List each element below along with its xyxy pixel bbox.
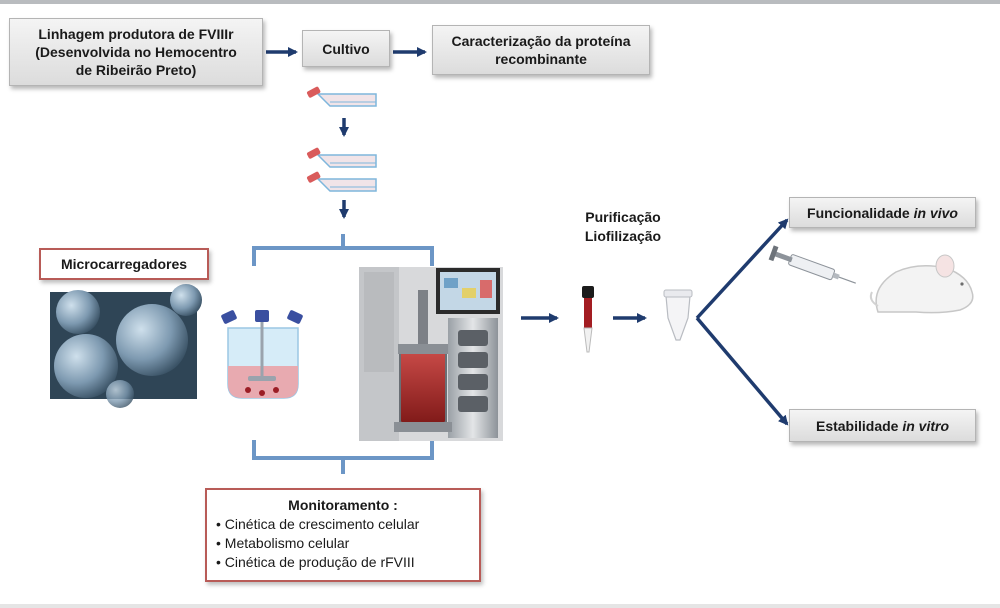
lineage-box: Linhagem produtora de FVIIIr (Desenvolvi… (9, 18, 263, 86)
purification-line-1: Purificação (585, 209, 661, 225)
monitoring-item: Metabolismo celular (216, 534, 479, 553)
culture-flask-icon (306, 147, 377, 168)
monitoring-title: Monitoramento : (288, 497, 398, 513)
top-border (0, 0, 1000, 4)
bottom-border (0, 604, 1000, 608)
microcarrier-image (50, 284, 202, 408)
culture-flask-icon (306, 86, 377, 107)
arrow-to-functionality (695, 218, 789, 320)
syringe-icon (768, 245, 856, 284)
flow-arrows (266, 47, 789, 426)
functionality-box: Funcionalidade in vivo (789, 197, 976, 228)
stability-italic: in vitro (902, 417, 950, 434)
monitoring-item: Cinética de produção de rFVIII (216, 553, 479, 572)
arrow-to-stability (695, 316, 789, 426)
characterization-box: Caracterização da proteína recombinante (432, 25, 650, 75)
culture-label: Cultivo (322, 40, 370, 57)
functionality-italic: in vivo (913, 204, 958, 221)
purification-label: Purificação Liofilização (568, 208, 678, 246)
bracket-top (252, 234, 434, 266)
stability-box: Estabilidade in vitro (789, 409, 976, 442)
functionality-label: Funcionalidade (807, 204, 914, 221)
microcarriers-label: Microcarregadores (60, 256, 188, 272)
stability-label: Estabilidade (815, 417, 903, 434)
monitoring-box: Monitoramento : Cinética de crescimento … (205, 488, 481, 582)
characterization-line-2: recombinante (495, 51, 587, 67)
microcarriers-box: Microcarregadores (39, 248, 209, 280)
culture-flask-icon (306, 171, 377, 192)
purification-line-2: Liofilização (584, 228, 662, 244)
mouse-icon (869, 254, 974, 314)
lineage-line-2: (Desenvolvida no Hemocentro (35, 44, 237, 60)
characterization-line-1: Caracterização da proteína (451, 33, 631, 49)
lineage-line-1: Linhagem produtora de FVIIIr (38, 26, 234, 42)
monitoring-item: Cinética de crescimento celular (216, 515, 479, 534)
lineage-line-3: de Ribeirão Preto) (75, 62, 197, 78)
microtube-icon (663, 289, 693, 341)
bioreactor-image (359, 267, 503, 441)
culture-box: Cultivo (302, 30, 390, 67)
vial-icon (582, 286, 594, 353)
bracket-bottom (252, 440, 434, 474)
spinner-flask-icon (221, 310, 303, 399)
